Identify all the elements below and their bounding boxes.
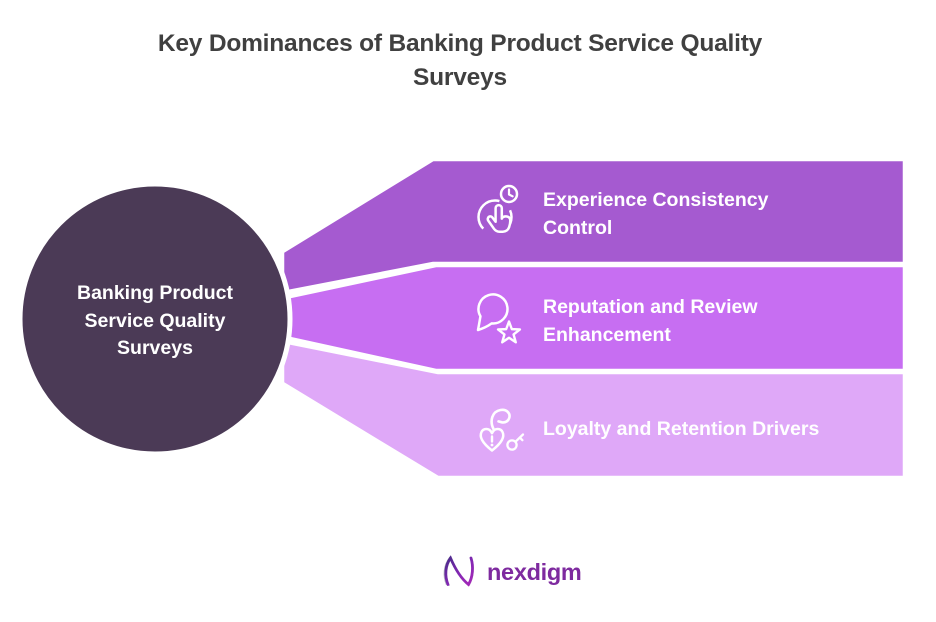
- item-label-experience-consistency: Experience Consistency Control: [543, 187, 768, 242]
- page-title-line1: Key Dominances of Banking Product Servic…: [157, 30, 763, 57]
- nexdigm-wave-n-icon: [443, 555, 474, 587]
- item-label-loyalty-retention: Loyalty and Retention Drivers: [543, 416, 819, 444]
- hub-label-line1: Banking Product: [76, 282, 233, 304]
- item2-line1: Reputation and Review: [543, 296, 758, 318]
- item1-line1: Experience Consistency: [543, 189, 769, 211]
- item3-line1: Loyalty and Retention Drivers: [543, 418, 820, 440]
- hub-label: Banking Product Service Quality Surveys: [45, 280, 265, 363]
- item-label-reputation-review: Reputation and Review Enhancement: [543, 294, 758, 349]
- item2-line2: Enhancement: [543, 323, 671, 346]
- page-title: Key Dominances of Banking Product Servic…: [0, 27, 920, 94]
- tap-clock-icon: [477, 184, 519, 235]
- nexdigm-logo-text: nexdigm: [487, 558, 582, 585]
- chat-star-icon: [476, 293, 522, 344]
- heart-lock-key-icon: [479, 408, 525, 452]
- hub-label-line3: Surveys: [117, 337, 193, 359]
- nexdigm-logo: nexdigm: [440, 552, 582, 592]
- hub-circle: [17, 181, 293, 457]
- hub-label-line2: Service Quality: [84, 309, 226, 332]
- page-title-line2: Surveys: [413, 63, 507, 91]
- funnel-shape-loyalty-retention: [281, 340, 906, 479]
- item1-line2: Control: [543, 216, 613, 239]
